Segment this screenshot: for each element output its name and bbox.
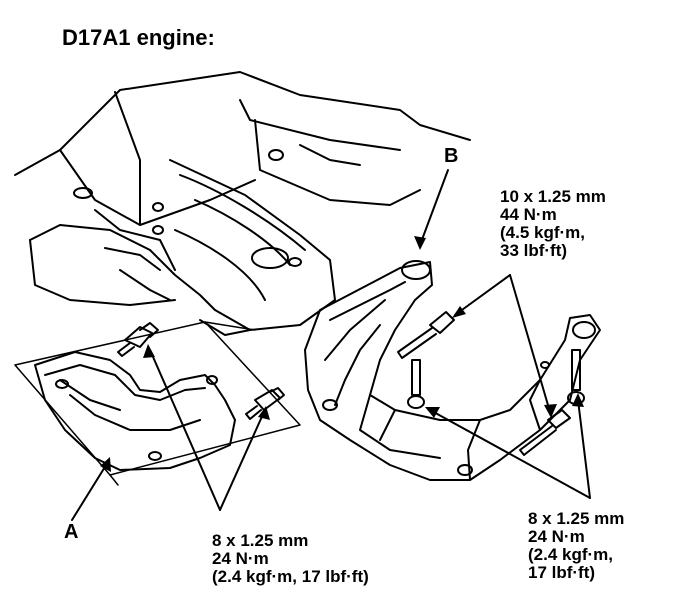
bolt-left-upper-drawing [117, 322, 159, 357]
torque-kgf-text: (2.4 kgf·m, [528, 544, 614, 564]
torque-lbf-text: 17 lbf·ft) [528, 562, 596, 582]
bolt-size-text: 8 x 1.25 mm [212, 531, 309, 550]
bracket-bolts-drawing [397, 311, 585, 456]
torque-alt-text: (2.4 kgf·m, 17 lbf·ft) [212, 566, 369, 586]
part-b-bracket-drawing [304, 260, 601, 481]
spec-bottom-center: 8 x 1.25 mm 24 N·m (2.4 kgf·m, 17 lbf·ft… [212, 532, 369, 586]
spec-top-right: 10 x 1.25 mm 44 N·m (4.5 kgf·m, 33 lbf·f… [500, 188, 606, 259]
torque-nm-text: 44 N·m [500, 204, 557, 224]
bolt-size-text: 8 x 1.25 mm [528, 509, 625, 528]
exploded-view-guides [14, 321, 301, 486]
arrowheads [100, 236, 584, 472]
torque-nm-text: 24 N·m [528, 526, 585, 546]
page-title: D17A1 engine: [62, 25, 215, 50]
engine-block-drawing [14, 71, 471, 336]
spec-bottom-right: 8 x 1.25 mm 24 N·m (2.4 kgf·m, 17 lbf·ft… [528, 510, 624, 581]
bolt-size-text: 10 x 1.25 mm [500, 187, 606, 206]
torque-nm-text: 24 N·m [212, 548, 269, 568]
part-a-cover-drawing [34, 351, 236, 471]
torque-lbf-text: 33 lbf·ft) [500, 240, 568, 260]
part-b-label: B [444, 145, 459, 167]
bolt-left-lower-drawing [245, 387, 285, 420]
leader-lines [71, 169, 591, 521]
torque-kgf-text: (4.5 kgf·m, [500, 222, 586, 242]
part-a-label: A [64, 521, 79, 543]
